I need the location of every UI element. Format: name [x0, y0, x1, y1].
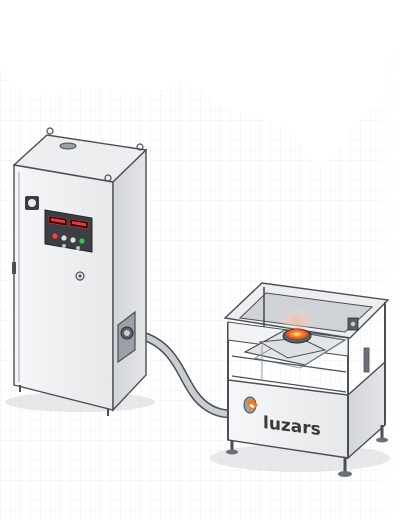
control-cabinet — [5, 127, 155, 416]
control-panel — [44, 209, 93, 253]
molten-crucible — [279, 306, 315, 344]
cable-gland — [117, 310, 136, 364]
furnace-unit: luzars — [210, 282, 390, 477]
main-switch — [25, 196, 39, 210]
